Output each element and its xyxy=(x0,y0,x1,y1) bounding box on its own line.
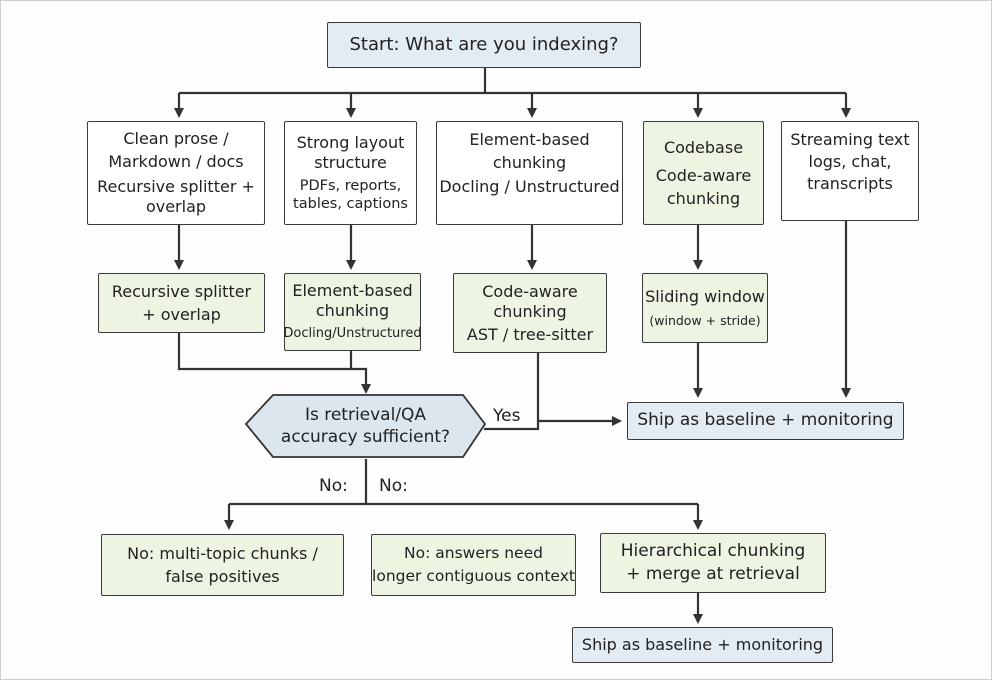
node-strong-layout: Strong layout structure PDFs, reports, t… xyxy=(284,121,417,225)
connector-col1-decision xyxy=(177,333,371,394)
multi-topic-line-2: false positives xyxy=(165,566,280,586)
recursive-line-2: + overlap xyxy=(142,304,221,324)
node-longer-context: No: answers need longer contiguous conte… xyxy=(371,534,576,596)
codebase-line-3: chunking xyxy=(666,188,741,208)
ship-baseline-bottom: Ship as baseline + monitoring xyxy=(572,627,833,663)
codebase-line-1: Codebase xyxy=(663,137,744,157)
node-codebase: Codebase Code-aware chunking xyxy=(643,121,764,225)
clean-prose-line-1: Clean prose / xyxy=(123,129,229,148)
multi-topic-line-1: No: multi-topic chunks / xyxy=(127,543,318,563)
element-mid-sub: Docling/Unstructured xyxy=(283,326,422,342)
ship-baseline-top: Ship as baseline + monitoring xyxy=(627,402,904,440)
node-element-based-mid: Element-based chunking Docling/Unstructu… xyxy=(283,273,422,351)
strong-layout-detail-1: PDFs, reports, xyxy=(299,177,402,194)
sliding-window-sub: (window + stride) xyxy=(649,313,761,329)
ship-bottom-label: Ship as baseline + monitoring xyxy=(581,635,824,654)
node-recursive-splitter: Recursive splitter + overlap xyxy=(98,273,265,333)
ship-top-label: Ship as baseline + monitoring xyxy=(637,410,894,431)
hierarchical-line-2: + merge at retrieval xyxy=(626,564,800,584)
element-mid-line-1: Element-based xyxy=(292,281,413,301)
strong-layout-detail-2: tables, captions xyxy=(293,196,408,212)
decision-shape xyxy=(244,394,487,458)
node-hierarchical: Hierarchical chunking + merge at retriev… xyxy=(600,533,826,593)
code-aware-mid-line-1: Code-aware xyxy=(482,281,578,301)
node-clean-prose: Clean prose / Markdown / docs Recursive … xyxy=(87,121,265,225)
strong-layout-line-1: Strong layout xyxy=(296,132,405,152)
element-based-top-line-1: Element-based xyxy=(469,130,590,149)
sliding-window-line: Sliding window xyxy=(645,287,765,307)
yes-label: Yes xyxy=(493,406,521,426)
streaming-line-2: logs, chat, xyxy=(808,152,892,171)
longer-context-line-2: longer contiguous context xyxy=(372,566,575,585)
clean-prose-line-2: Markdown / docs xyxy=(108,152,244,171)
streaming-line-3: transcripts xyxy=(807,174,893,193)
node-code-aware-mid: Code-aware chunking AST / tree-sitter xyxy=(453,273,607,353)
decision-text: Is retrieval/QA accuracy sufficient? xyxy=(246,395,485,457)
streaming-line-1: Streaming text xyxy=(790,130,910,149)
code-aware-mid-line-2: chunking xyxy=(493,301,567,321)
longer-context-line-1: No: answers need xyxy=(404,544,543,563)
start-node: Start: What are you indexing? xyxy=(327,22,641,68)
code-aware-mid-line-3: AST / tree-sitter xyxy=(466,324,594,344)
element-based-top-line-2: chunking xyxy=(492,153,567,172)
node-element-based-top: Element-based chunking Docling / Unstruc… xyxy=(436,121,623,225)
decision-line-1: Is retrieval/QA xyxy=(304,404,427,425)
no-label-right: No: xyxy=(379,476,408,496)
element-based-top-line-3: Docling / Unstructured xyxy=(439,177,620,196)
clean-prose-line-4: overlap xyxy=(145,197,207,216)
node-sliding-window: Sliding window (window + stride) xyxy=(642,273,768,343)
strong-layout-line-2: structure xyxy=(314,152,387,172)
no-label-left: No: xyxy=(319,476,348,496)
node-streaming-text: Streaming text logs, chat, transcripts xyxy=(781,121,919,221)
clean-prose-line-3: Recursive splitter + xyxy=(97,177,255,196)
node-multi-topic: No: multi-topic chunks / false positives xyxy=(101,534,344,596)
start-label: Start: What are you indexing? xyxy=(349,33,619,55)
recursive-line-1: Recursive splitter xyxy=(111,281,252,301)
hierarchical-line-1: Hierarchical chunking xyxy=(620,540,806,561)
element-mid-line-2: chunking xyxy=(315,301,390,321)
codebase-line-2: Code-aware xyxy=(655,165,752,185)
decision-line-2: accuracy sufficient? xyxy=(280,427,451,447)
connector-yes xyxy=(484,353,540,431)
decision-node: Is retrieval/QA accuracy sufficient? xyxy=(246,395,485,457)
